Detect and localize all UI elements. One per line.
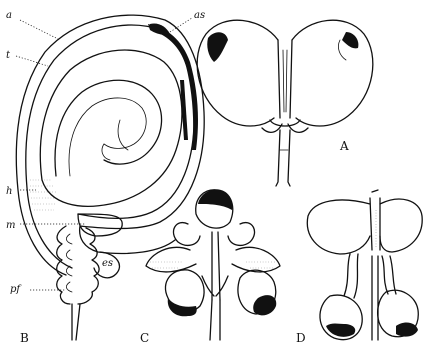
d-top-left-lobe xyxy=(307,200,370,254)
panel-label-d: D xyxy=(296,331,306,344)
label-es: es xyxy=(102,258,113,269)
label-t: t xyxy=(6,50,11,61)
a-center-septum xyxy=(278,40,292,118)
as-blotch xyxy=(150,23,170,34)
a-septum-inner xyxy=(283,50,287,112)
panel-d-drawing xyxy=(307,190,422,340)
pf-inner-folds xyxy=(66,234,72,292)
label-as: as xyxy=(194,10,205,21)
d-right-stalk xyxy=(382,256,396,294)
a-stalk xyxy=(276,130,290,186)
panel-c-drawing xyxy=(146,190,280,340)
c-low-left-seed xyxy=(168,298,197,316)
c-stalk xyxy=(210,300,220,340)
panel-label-a: A xyxy=(339,139,349,153)
c-mid-left-petal xyxy=(173,223,200,246)
d-right-seed xyxy=(396,323,418,337)
c-mid-right-petal xyxy=(228,223,255,246)
c-shading xyxy=(150,262,276,268)
dark-band xyxy=(148,24,198,150)
d-center-stalk xyxy=(372,256,378,340)
panel-label-c: C xyxy=(140,331,149,344)
panel-label-b: B xyxy=(20,331,29,344)
panel-a-drawing xyxy=(197,20,373,186)
embryo-curl xyxy=(102,120,128,160)
label-a: a xyxy=(6,10,12,21)
c-left-petal xyxy=(146,247,196,272)
a-left-seed xyxy=(207,32,228,62)
pf-folds xyxy=(57,226,99,304)
c-low-right-seed xyxy=(253,295,276,315)
a-right-seed-trace xyxy=(338,40,346,60)
label-pf: pf xyxy=(10,284,22,295)
d-top-right-lobe xyxy=(380,199,422,252)
embryo-inner xyxy=(69,98,146,176)
label-m: m xyxy=(6,220,15,231)
a-right-lobe xyxy=(292,20,373,126)
c-center-stems xyxy=(202,232,228,300)
outer-wall xyxy=(16,15,204,275)
b-stalk xyxy=(72,304,80,340)
inner-wall xyxy=(26,25,194,268)
d-left-seed xyxy=(326,324,355,337)
d-top-septum xyxy=(370,190,380,250)
a-right-seed xyxy=(342,32,358,48)
leader-t xyxy=(16,56,48,66)
leader-a xyxy=(20,20,60,40)
d-left-stalk xyxy=(344,254,358,298)
a-left-lobe xyxy=(197,20,278,126)
panel-b-drawing xyxy=(16,15,204,340)
label-h: h xyxy=(6,186,12,197)
